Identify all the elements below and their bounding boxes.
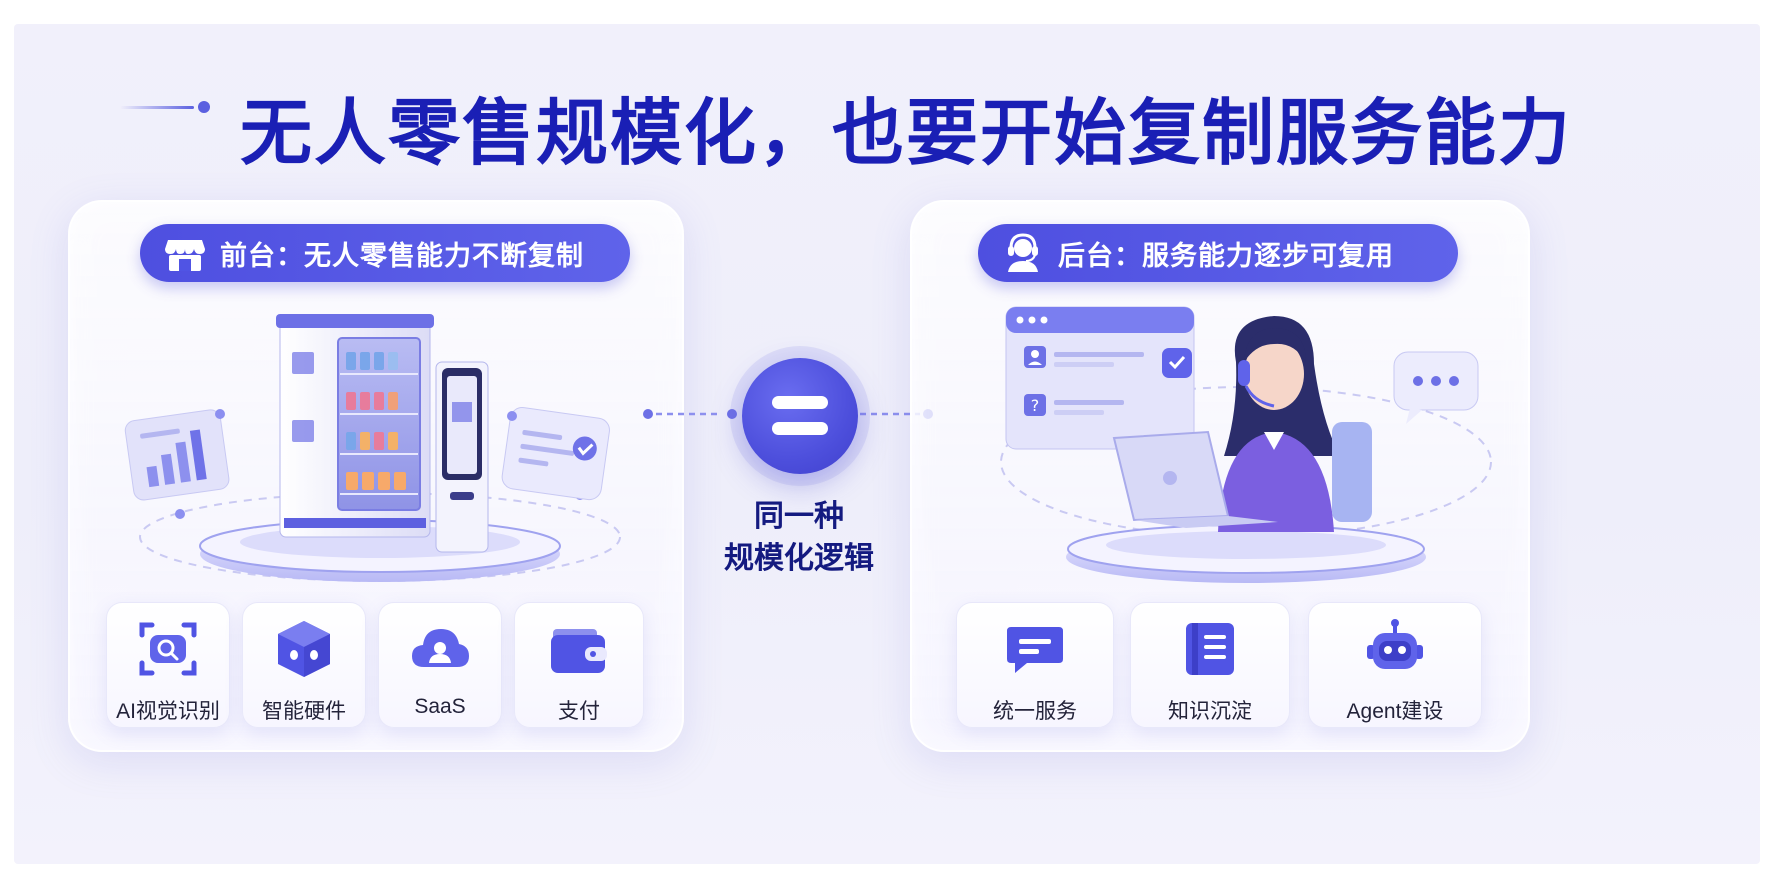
smart-hardware-cube-icon (278, 621, 330, 677)
center-caption: 同一种 规模化逻辑 (694, 496, 904, 580)
card-payment-label: 支付 (558, 700, 600, 723)
connector-left (643, 409, 737, 419)
cloud-user-icon (412, 629, 469, 667)
chat-message-icon (1007, 627, 1063, 673)
card-agent-label: Agent建设 (1346, 700, 1444, 723)
wallet-icon (551, 629, 607, 673)
customer-service-headset-icon (1008, 233, 1038, 272)
card-ai-vision: AI视觉识别 (106, 602, 230, 728)
card-smart-hardware: 智能硬件 (242, 602, 366, 728)
back-end-panel: 后台：服务能力逐步可复用 (910, 200, 1530, 752)
front-end-header-text: 前台：无人零售能力不断复制 (220, 240, 584, 272)
storefront-icon (165, 240, 205, 271)
card-knowledge: 知识沉淀 (1130, 602, 1290, 728)
front-end-panel: 前台：无人零售能力不断复制 (68, 200, 684, 752)
card-payment: 支付 (514, 602, 644, 728)
back-end-header-text: 后台：服务能力逐步可复用 (1058, 240, 1394, 272)
card-knowledge-label: 知识沉淀 (1168, 700, 1252, 723)
customer-service-illustration: ? (1000, 306, 1492, 583)
title-accent-dot (198, 101, 210, 113)
ai-vision-scan-icon (139, 622, 197, 676)
card-unified-service-label: 统一服务 (993, 700, 1077, 723)
front-end-header: 前台：无人零售能力不断复制 (140, 224, 630, 282)
robot-agent-icon (1367, 619, 1423, 669)
card-ai-vision-label: AI视觉识别 (116, 700, 220, 723)
back-end-header: 后台：服务能力逐步可复用 (978, 224, 1458, 282)
center-caption-line2: 规模化逻辑 (724, 541, 874, 576)
card-smart-hardware-label: 智能硬件 (262, 700, 346, 723)
svg-text:?: ? (1031, 396, 1040, 415)
main-title: 无人零售规模化，也要开始复制服务能力 (240, 91, 1573, 175)
card-unified-service: 统一服务 (956, 602, 1114, 728)
knowledge-book-icon (1186, 623, 1234, 675)
equals-icon (742, 358, 858, 474)
card-agent: Agent建设 (1308, 602, 1482, 728)
title-accent-line (120, 106, 194, 109)
center-caption-line1: 同一种 (754, 499, 844, 534)
vending-machine-illustration (124, 314, 621, 582)
infographic-canvas: 无人零售规模化，也要开始复制服务能力 前台：无人零售能力不断复制 (14, 24, 1760, 864)
card-saas-label: SaaS (414, 695, 466, 718)
card-saas: SaaS (378, 602, 502, 728)
